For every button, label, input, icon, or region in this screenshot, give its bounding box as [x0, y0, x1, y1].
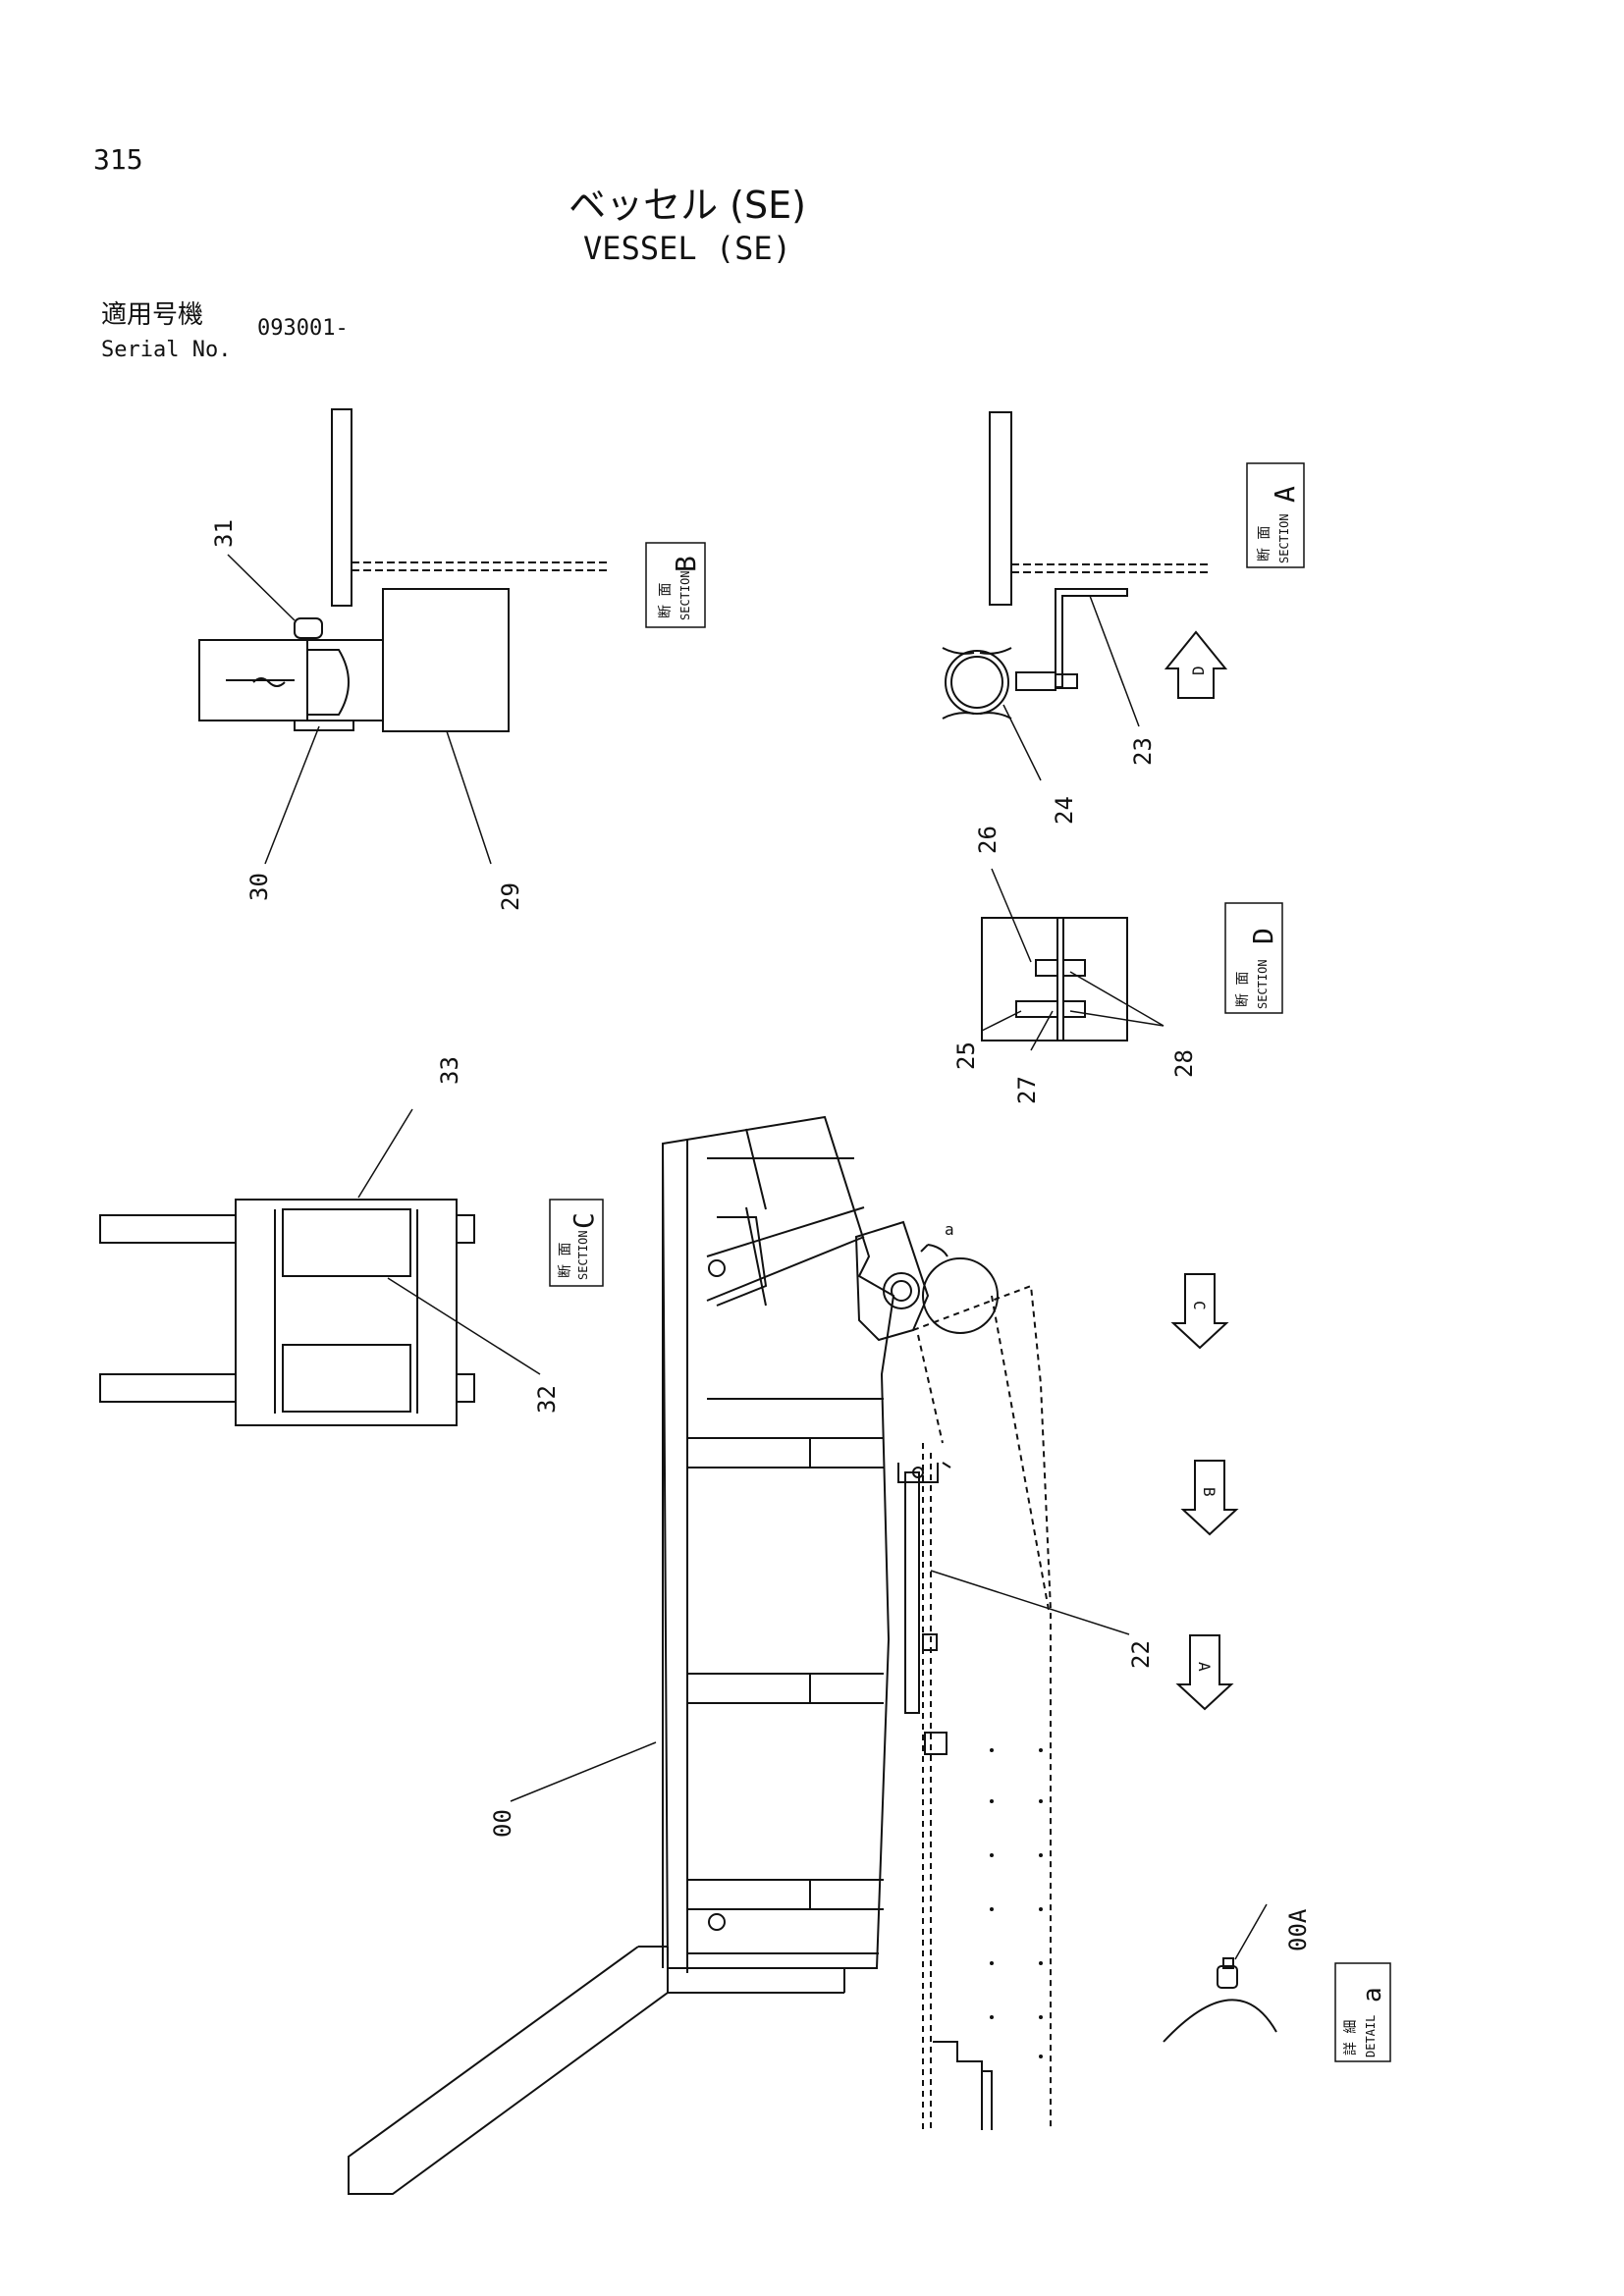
section-a-jp: 断 面 [1257, 526, 1272, 561]
section-b-letter: B [670, 556, 702, 572]
section-d-letter: D [1247, 928, 1279, 944]
detail-a-en: DETAIL [1364, 2015, 1378, 2057]
pivot-roller [854, 1220, 999, 1342]
serial-label-japanese: 適用号機 [101, 300, 204, 330]
arrow-d [1164, 630, 1228, 699]
vessel-body [661, 1115, 895, 1969]
section-c-letter: C [568, 1212, 600, 1229]
section-c-en: SECTION [576, 1230, 590, 1280]
arrow-labels: D C B A a [945, 666, 1218, 1672]
callout-32: 32 [533, 1385, 561, 1414]
section-c-view [99, 1199, 475, 1426]
arrow-d-letter: D [1189, 666, 1208, 675]
callout-22: 22 [1127, 1640, 1155, 1669]
callout-00a: 00A [1284, 1908, 1312, 1951]
tailgate-chute [348, 1946, 669, 2195]
callout-30: 30 [245, 873, 273, 901]
callout-23: 23 [1129, 737, 1157, 766]
section-label-boxes [549, 462, 1391, 2062]
section-d-label: 断 面 SECTION D [1235, 928, 1279, 1009]
title-japanese: ベッセル (SE) [568, 184, 806, 227]
arrow-a [1175, 1634, 1234, 1711]
part-callouts: 31 30 29 24 23 26 25 27 28 33 32 22 00 0… [210, 519, 1312, 1951]
detail-a-letter: a [1358, 1987, 1387, 2002]
chassis-frame [912, 1284, 1052, 2130]
view-arrows [1164, 630, 1239, 1711]
vessel-main-view [348, 1115, 895, 2195]
callout-33: 33 [436, 1056, 463, 1085]
callout-29: 29 [497, 882, 524, 911]
callout-24: 24 [1051, 796, 1078, 825]
arrow-c-letter: C [1190, 1301, 1209, 1310]
part-31-bolt [294, 617, 323, 639]
detail-a-view [1163, 1957, 1277, 2043]
section-a-label: 断 面 SECTION A [1257, 486, 1301, 563]
serial-label-english: Serial No. [101, 338, 232, 362]
section-b-label: 断 面 SECTION B [658, 556, 702, 620]
page-number: 315 [93, 143, 143, 176]
part-33-frame [235, 1199, 458, 1426]
arrow-a-letter: A [1195, 1662, 1214, 1672]
serial-number-value: 093001- [257, 316, 349, 341]
section-d-jp: 断 面 [1235, 972, 1251, 1007]
section-b-jp: 断 面 [658, 583, 674, 618]
section-c-jp: 断 面 [558, 1243, 573, 1278]
detail-a-jp: 詳 細 [1343, 2020, 1359, 2056]
callout-26: 26 [974, 826, 1001, 854]
part-22-cylinder [897, 1462, 993, 2130]
section-c-label: 断 面 SECTION C [558, 1212, 600, 1280]
leader-lines [227, 554, 1268, 1960]
part-24-pipe [950, 656, 1003, 709]
part-23-bracket [1055, 588, 1128, 688]
part-30-plate [198, 639, 308, 721]
section-a-en: SECTION [1277, 513, 1291, 563]
section-b-en: SECTION [678, 570, 692, 620]
frame-rail [989, 411, 1012, 606]
arrow-b-letter: B [1200, 1487, 1218, 1497]
part-26-28-joint [981, 917, 1128, 1041]
section-d-en: SECTION [1256, 959, 1270, 1009]
section-b-view [198, 408, 609, 732]
frame-rail [331, 408, 352, 607]
callout-28: 28 [1170, 1049, 1198, 1078]
callout-31: 31 [210, 519, 238, 548]
section-a-view [942, 411, 1208, 720]
part-32-roller [282, 1208, 411, 1277]
arrow-b [1180, 1460, 1239, 1536]
chassis-rivets [990, 1748, 1043, 2058]
section-a-letter: A [1269, 486, 1301, 503]
detail-arrow-letter: a [945, 1220, 954, 1239]
section-d-view [981, 917, 1128, 1041]
callout-27: 27 [1013, 1076, 1041, 1104]
callout-25: 25 [952, 1041, 980, 1070]
callout-00: 00 [489, 1809, 516, 1838]
arrow-c [1170, 1273, 1229, 1350]
detail-a-label: 詳 細 DETAIL a [1343, 1987, 1387, 2057]
part-29-block [382, 588, 510, 732]
title-english: VESSEL (SE) [583, 230, 791, 267]
